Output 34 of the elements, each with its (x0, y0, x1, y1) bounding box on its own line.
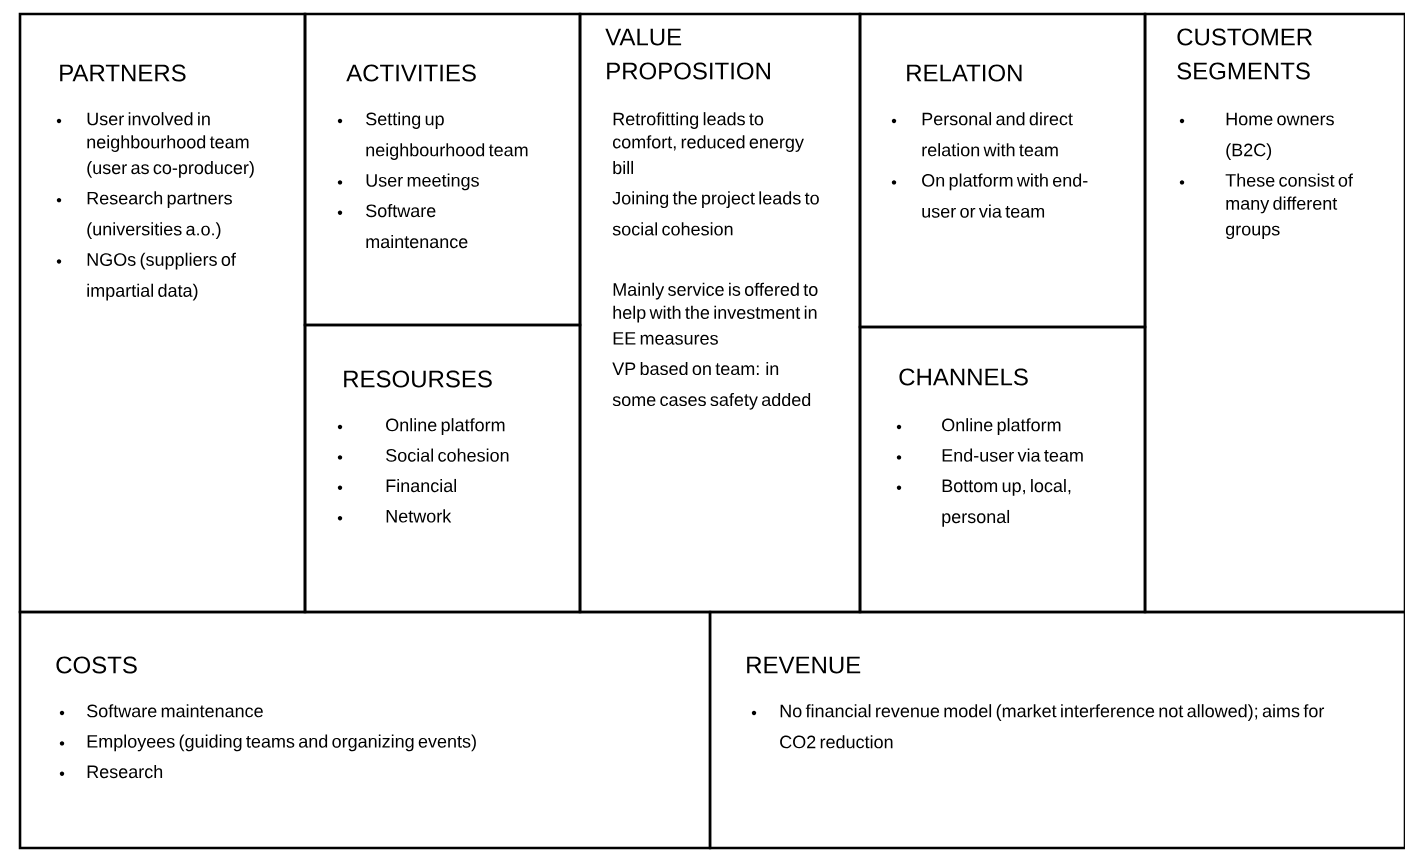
bullet-item: These consist of many different groups (1179, 173, 1353, 240)
section-heading: ACTIVITIES (346, 64, 476, 82)
bullet-item: Home owners (B2C) (1179, 112, 1334, 160)
section-heading: CHANNELS (899, 368, 1028, 386)
bullet-item: Financial (337, 478, 456, 493)
bullet-item: End-user via team (896, 448, 1083, 462)
bullet-item: Online platform (896, 418, 1061, 435)
section-heading: RELATION (907, 64, 1022, 82)
bullet-item: Setting up neighbourhood team (337, 112, 528, 160)
bullet-item: Network (337, 509, 452, 523)
section-heading: VALUE PROPOSITION (605, 28, 770, 80)
section-heading: PARTNERS (60, 64, 186, 82)
section-heading: REVENUE (747, 656, 861, 674)
bullet-item: Social cohesion (337, 448, 509, 462)
bullet-item: Software maintenance (59, 704, 263, 718)
bullet-item: Research partners (universities a.o.) (56, 191, 232, 240)
bullet-item: Bottom up, local, personal (896, 478, 1071, 527)
text-paragraph: Joining the project leads to social cohesion (612, 191, 819, 236)
section-heading: RESOURSES (344, 370, 492, 388)
bullet-item: Research (59, 764, 163, 779)
bullet-item: Software maintenance (337, 203, 468, 249)
bullet-item: User involved in neighbourhood team (user as co-producer) (56, 112, 254, 178)
bullet-item: User meetings (337, 173, 479, 191)
bullet-item: NGOs (suppliers of impartial data) (56, 252, 236, 301)
bullet-item: No financial revenue model (market interference not allowed); aims for CO2 reduction (751, 704, 1325, 749)
section-heading: CUSTOMER SEGMENTS (1177, 28, 1312, 80)
bullet-item: On platform with end-user or via team (891, 173, 1088, 218)
section-heading: COSTS (56, 656, 137, 674)
bullet-item: Employees (guiding teams and organizing events) (59, 734, 476, 752)
text-paragraph: Mainly service is offered to help with the investment in EE measures (613, 282, 818, 345)
text-paragraph: Retrofitting leads to comfort, reduced energy bill (613, 112, 804, 175)
text-paragraph: VP based on team: in some cases safety added (612, 361, 811, 410)
bullet-item: Online platform (337, 418, 505, 435)
bullet-item: Personal and direct relation with team (891, 112, 1073, 157)
